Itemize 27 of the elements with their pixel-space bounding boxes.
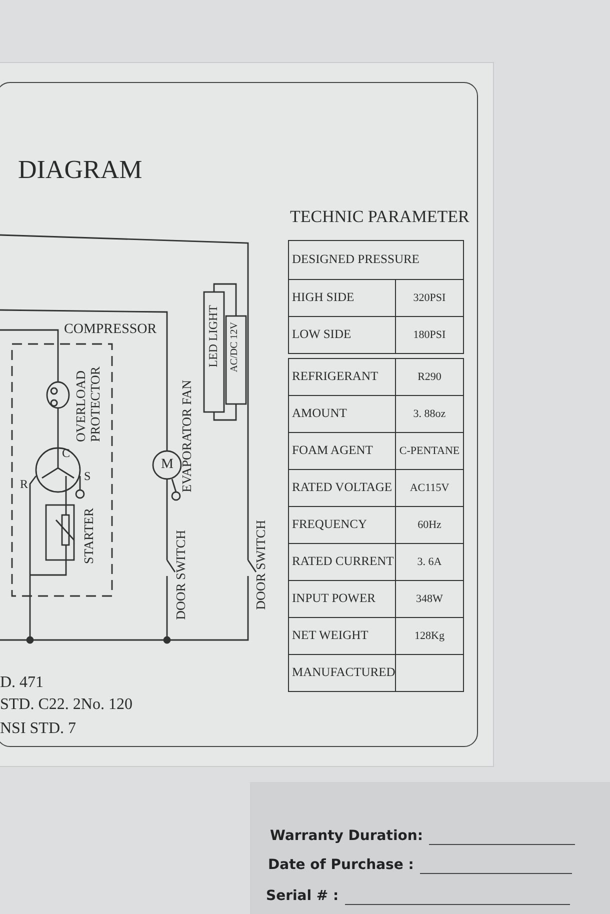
component-label: LED LIGHT bbox=[207, 305, 220, 368]
table-heading: TECHNIC PARAMETER bbox=[290, 208, 470, 227]
table-cell: R290 bbox=[395, 358, 464, 396]
table-cell: MANUFACTURED bbox=[288, 654, 396, 692]
component-label: AC/DC 12V bbox=[229, 322, 240, 372]
table-cell: REFRIGERANT bbox=[288, 358, 396, 396]
component-label: DOOR SWITCH bbox=[174, 530, 188, 620]
standard-note: STD. C22. 2No. 120 bbox=[0, 696, 132, 714]
terminal-label: S bbox=[84, 470, 91, 484]
table-cell: LOW SIDE bbox=[288, 316, 396, 354]
form-label: Warranty Duration: bbox=[270, 828, 423, 844]
component-label: OVERLOAD PROTECTOR bbox=[74, 365, 104, 442]
form-label: Date of Purchase : bbox=[268, 857, 414, 873]
terminal-label: C bbox=[62, 447, 70, 460]
motor-symbol-label: M bbox=[161, 457, 174, 472]
table-cell: DESIGNED PRESSURE bbox=[288, 240, 464, 280]
component-label: COMPRESSOR bbox=[64, 322, 157, 338]
diagram-title: DIAGRAM bbox=[18, 156, 142, 185]
table-cell: RATED CURRENT bbox=[288, 543, 396, 581]
component-label: EVAPORATOR FAN bbox=[180, 380, 194, 492]
component-label: STARTER bbox=[82, 508, 96, 564]
terminal-label: R bbox=[20, 478, 28, 492]
standard-note: NSI STD. 7 bbox=[0, 720, 76, 738]
form-label: Serial # : bbox=[266, 888, 339, 904]
component-label: DOOR SWITCH bbox=[254, 520, 268, 610]
table-cell: 180PSI bbox=[395, 316, 464, 354]
standard-note: D. 471 bbox=[0, 674, 44, 692]
